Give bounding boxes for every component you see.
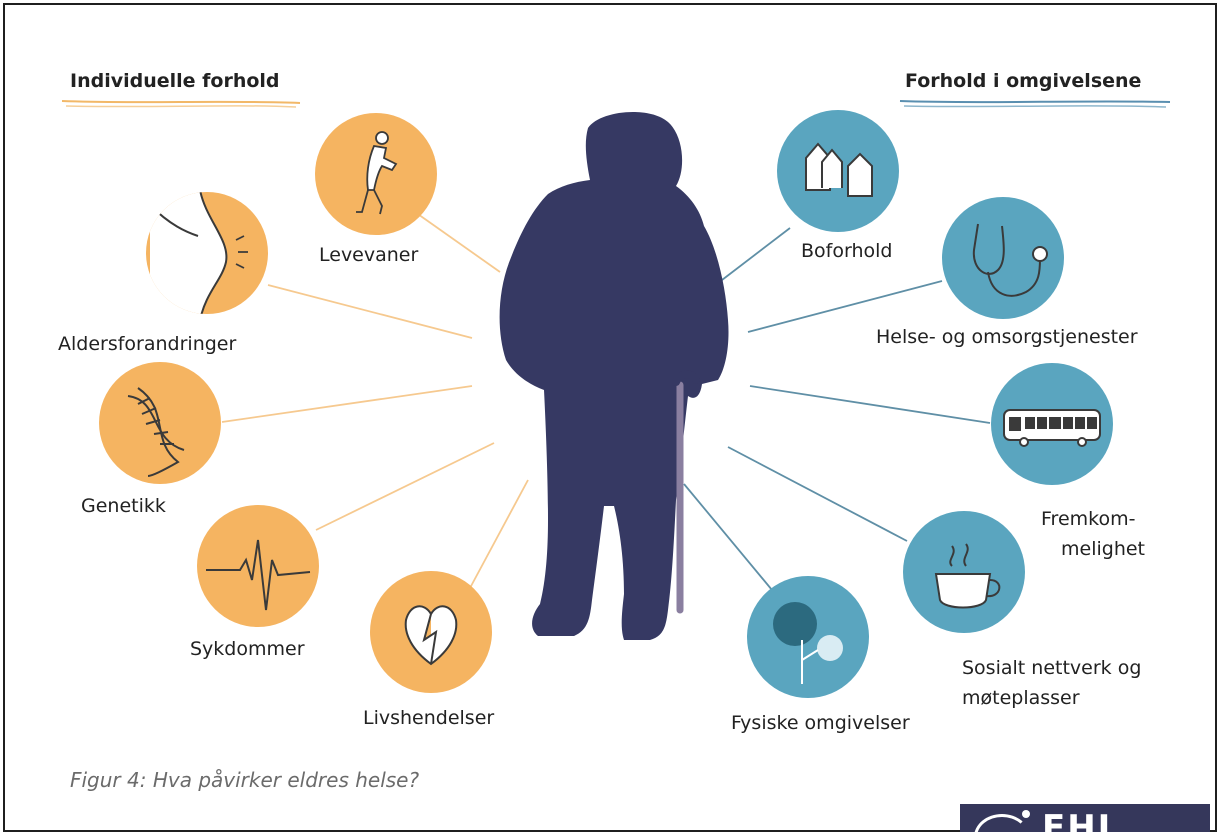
- fysiske-circle: [747, 576, 869, 698]
- sosialt-circle: [903, 511, 1025, 633]
- label-levevaner: Levevaner: [319, 244, 419, 266]
- left-header-underline: [61, 100, 301, 108]
- walking-person-icon: [356, 131, 398, 215]
- bus-icon: [1003, 409, 1101, 447]
- connector-livshendelser: [469, 479, 529, 589]
- walking-cane: [672, 370, 700, 614]
- genetikk-circle: [99, 362, 221, 484]
- livshendelser-circle: [370, 571, 492, 693]
- logo-swirl-icon: [974, 814, 1030, 832]
- label-fysiske: Fysiske omgivelser: [731, 712, 910, 734]
- helse-circle: [942, 197, 1064, 319]
- levevaner-circle: [315, 113, 437, 235]
- elderly-person-silhouette: [499, 111, 729, 640]
- connector-sykdommer: [315, 442, 495, 531]
- broken-heart-icon: [404, 605, 458, 666]
- label-sosialt-2: møteplasser: [962, 687, 1080, 709]
- connector-sosialt: [727, 446, 908, 542]
- boforhold-circle: [777, 110, 899, 232]
- logo-dot-icon: [1022, 810, 1030, 818]
- figure-caption: Figur 4: Hva påvirker eldres helse?: [70, 768, 420, 792]
- label-boforhold: Boforhold: [801, 240, 893, 262]
- connector-fremkommelighet: [749, 385, 991, 424]
- label-fremkommelighet-2: melighet: [1061, 538, 1145, 560]
- label-livshendelser: Livshendelser: [363, 707, 495, 729]
- connector-helse: [747, 280, 943, 333]
- dna-helix-icon: [127, 387, 185, 477]
- right-header-underline: [899, 100, 1171, 108]
- label-genetikk: Genetikk: [81, 495, 166, 517]
- label-sykdommer: Sykdommer: [190, 638, 305, 660]
- connector-boforhold: [721, 227, 791, 281]
- sykdommer-circle: [197, 505, 319, 627]
- knee-joint-icon: [149, 192, 248, 314]
- connector-lines-left: [221, 211, 529, 589]
- label-aldersforandringer: Aldersforandringer: [58, 333, 237, 355]
- figure-frame: [3, 3, 1217, 832]
- label-sosialt-1: Sosialt nettverk og: [962, 657, 1142, 679]
- connector-fysiske: [683, 483, 773, 591]
- fhi-logo: FHI: [960, 804, 1210, 832]
- houses-icon: [805, 142, 873, 197]
- left-header: Individuelle forhold: [70, 70, 280, 92]
- label-helse: Helse- og omsorgstjenester: [876, 326, 1138, 348]
- connector-genetikk: [221, 385, 473, 423]
- right-header: Forhold i omgivelsene: [905, 70, 1142, 92]
- fremkommelighet-circle: [991, 363, 1113, 485]
- connector-lines-right: [683, 227, 991, 591]
- stethoscope-icon: [972, 223, 1048, 297]
- connector-levevaner: [414, 211, 501, 273]
- tree-icon: [773, 602, 843, 684]
- heartbeat-line-icon: [206, 539, 311, 611]
- logo-text: FHI: [1042, 808, 1113, 832]
- connector-aldersforandringer: [267, 284, 473, 339]
- label-fremkommelighet-1: Fremkom-: [1041, 508, 1136, 530]
- coffee-cup-icon: [934, 543, 1001, 609]
- aldersforandringer-circle: [146, 192, 268, 314]
